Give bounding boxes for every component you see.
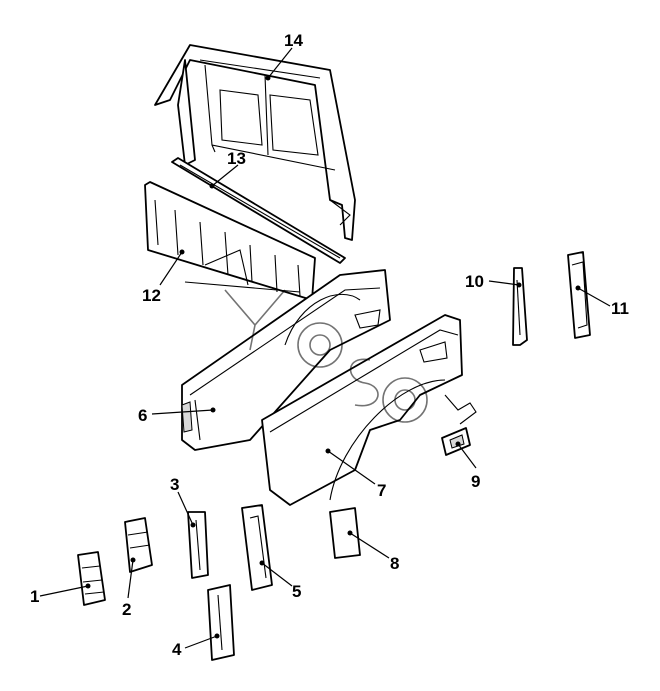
callout-4: 4 [172, 633, 220, 659]
callout-label-9: 9 [471, 472, 480, 491]
callout-label-11: 11 [611, 299, 629, 318]
part-1-tail-lamp [77, 551, 106, 606]
callout-12: 12 [142, 249, 185, 305]
callout-6: 6 [138, 406, 216, 425]
callout-label-3: 3 [170, 475, 179, 494]
callout-8: 8 [347, 530, 399, 573]
callout-10: 10 [465, 272, 522, 291]
callout-label-6: 6 [138, 406, 147, 425]
part-9-bracket [441, 394, 477, 456]
callout-label-1: 1 [30, 587, 39, 606]
callout-label-10: 10 [465, 272, 484, 291]
part-11-stake [567, 251, 591, 339]
callout-label-13: 13 [227, 149, 246, 168]
part-5-side-bracket [241, 504, 273, 591]
part-3-bracket [187, 511, 209, 579]
callout-label-12: 12 [142, 286, 161, 305]
callout-1: 1 [30, 583, 91, 606]
part-8-plate [329, 507, 361, 559]
callout-11: 11 [575, 285, 629, 318]
callout-13: 13 [209, 149, 246, 189]
callout-14: 14 [265, 31, 303, 81]
part-12-front-panel [144, 181, 316, 301]
part-14-headache-rack [154, 44, 356, 241]
callout-label-7: 7 [377, 481, 386, 500]
part-13-rail-strip [171, 157, 346, 264]
callout-2: 2 [122, 557, 136, 619]
part-6-left-bed-side [181, 269, 391, 451]
part-2-tail-lamp [124, 517, 153, 573]
callout-label-8: 8 [390, 554, 399, 573]
callout-7: 7 [325, 448, 386, 500]
callout-label-14: 14 [284, 31, 303, 50]
callout-9: 9 [455, 441, 480, 491]
part-4-post [207, 584, 235, 661]
part-7-right-bed-side [261, 314, 463, 506]
part-10-bracket [512, 267, 528, 346]
callout-5: 5 [259, 560, 301, 601]
callout-label-4: 4 [172, 640, 182, 659]
watermark-mark [224, 289, 428, 423]
callout-label-2: 2 [122, 600, 131, 619]
callout-3: 3 [170, 475, 196, 528]
callout-label-5: 5 [292, 582, 301, 601]
